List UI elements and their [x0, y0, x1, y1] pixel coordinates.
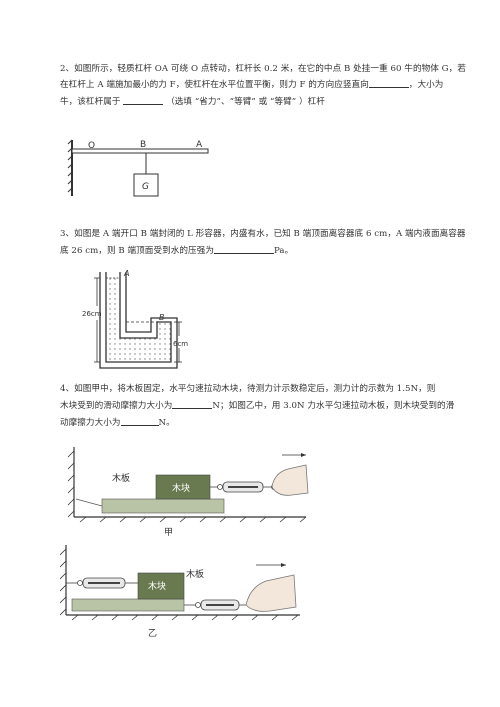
board-label-yi: 木板 [186, 568, 204, 580]
friction-figure-jia: 木板 木块 甲 [67, 447, 309, 538]
spring-scale-yi-right [195, 599, 246, 611]
q3-line-2-text-a: 底 26 cm，则 B 端顶面受到水的压强为 [60, 246, 214, 256]
label-g: G [142, 182, 149, 192]
block-label-yi: 木块 [148, 580, 166, 592]
spring-scale-jia [217, 481, 277, 493]
q3-line-1-text: 3、如图是 A 端开口 B 端封闭的 L 形容器，内盛有水，已知 B 端顶面离容… [60, 229, 466, 239]
label-a: A [196, 140, 203, 150]
lever-bar [71, 148, 209, 154]
q2-direction-blank[interactable] [368, 78, 409, 88]
q4-line-1-text: 4、如图甲中，将木板固定，水平匀速拉动木块，待测力计示数稳定后，测力计的示数为 … [60, 384, 436, 394]
board-jia [101, 498, 225, 514]
q4-line-1: 4、如图甲中，将木板固定，水平匀速拉动木块，待测力计示数稳定后，测力计的示数为 … [60, 382, 435, 394]
hand-jia [271, 464, 309, 496]
lever-figure: O B A G [67, 139, 209, 197]
q3-pressure-blank[interactable] [213, 244, 274, 254]
q4-friction-blank-2[interactable] [120, 416, 159, 426]
floor-hatching-jia [79, 516, 307, 523]
q2-line-3-text-a: 牛，该杠杆属于 [60, 97, 121, 107]
floor-hatching-yi [71, 614, 299, 621]
spring-scale-yi [77, 577, 138, 589]
q2-line-2: 在杠杆上 A 端施加最小的力 F，使杠杆在水平位置平衡，则力 F 的方向应竖直向… [60, 78, 443, 90]
q4-line-2-text-a: 木块受到的滑动摩擦力大小为 [60, 401, 173, 411]
caption-jia: 甲 [164, 527, 173, 538]
q2-line-3-text-b: （选填 “省力”、“等臂” 或 “等臂” ）杠杆 [166, 97, 325, 107]
q2-line-3: 牛，该杠杆属于 （选填 “省力”、“等臂” 或 “等臂” ）杠杆 [60, 95, 325, 107]
water [106, 278, 171, 362]
q4-line-2: 木块受到的滑动摩擦力大小为 N；如图乙中，用 3.0N 力水平匀速拉动木板，则木块… [60, 399, 454, 411]
q4-line-3-text-b: N。 [158, 418, 175, 428]
q2-line-1: 2、如图所示，轻质杠杆 OA 可绕 O 点转动，杠杆长 0.2 米，在它的中点 … [60, 62, 466, 74]
label-b-end: B [159, 313, 165, 322]
q4-line-3-text-a: 动摩擦力大小为 [60, 418, 121, 428]
board-tether-jia [75, 498, 103, 507]
block-yi [137, 572, 185, 600]
q4-line-2-text-b: N；如图乙中，用 3.0N 力水平匀速拉动木板，则木块受到的滑 [212, 401, 455, 411]
label-6cm: 6cm [173, 340, 188, 348]
q2-line-2-text-b: ，大小为 [408, 80, 444, 90]
container-outer-wall [99, 272, 178, 369]
caption-yi: 乙 [148, 628, 157, 639]
q3-line-2-text-b: Pa。 [273, 246, 294, 256]
hand-yi [245, 574, 297, 612]
label-b: B [140, 140, 146, 150]
label-a-end: A [123, 269, 129, 278]
friction-figure-yi: 木块 木板 乙 [60, 545, 300, 639]
wall-hatching [67, 139, 73, 193]
label-26cm: 26cm [82, 310, 102, 318]
l-container-figure: A B 26cm 6cm [82, 269, 188, 369]
q2-line-2-text-a: 在杠杆上 A 端施加最小的力 F，使杠杆在水平位置平衡，则力 F 的方向应竖直向 [60, 80, 369, 90]
q3-line-2: 底 26 cm，则 B 端顶面受到水的压强为 Pa。 [60, 244, 293, 256]
board-yi [71, 598, 185, 612]
q4-friction-blank-1[interactable] [172, 399, 213, 409]
q2-line-1-text: 2、如图所示，轻质杠杆 OA 可绕 O 点转动，杠杆长 0.2 米，在它的中点 … [60, 64, 466, 74]
q4-line-3: 动摩擦力大小为 N。 [60, 416, 175, 428]
block-label-jia: 木块 [172, 482, 190, 494]
q2-type-blank[interactable] [123, 95, 164, 105]
board-label-jia: 木板 [112, 472, 130, 484]
weight-g [133, 173, 159, 197]
q3-line-1: 3、如图是 A 端开口 B 端封闭的 L 形容器，内盛有水，已知 B 端顶面离容… [60, 227, 466, 239]
block-jia [155, 474, 211, 500]
label-o: O [88, 141, 95, 151]
